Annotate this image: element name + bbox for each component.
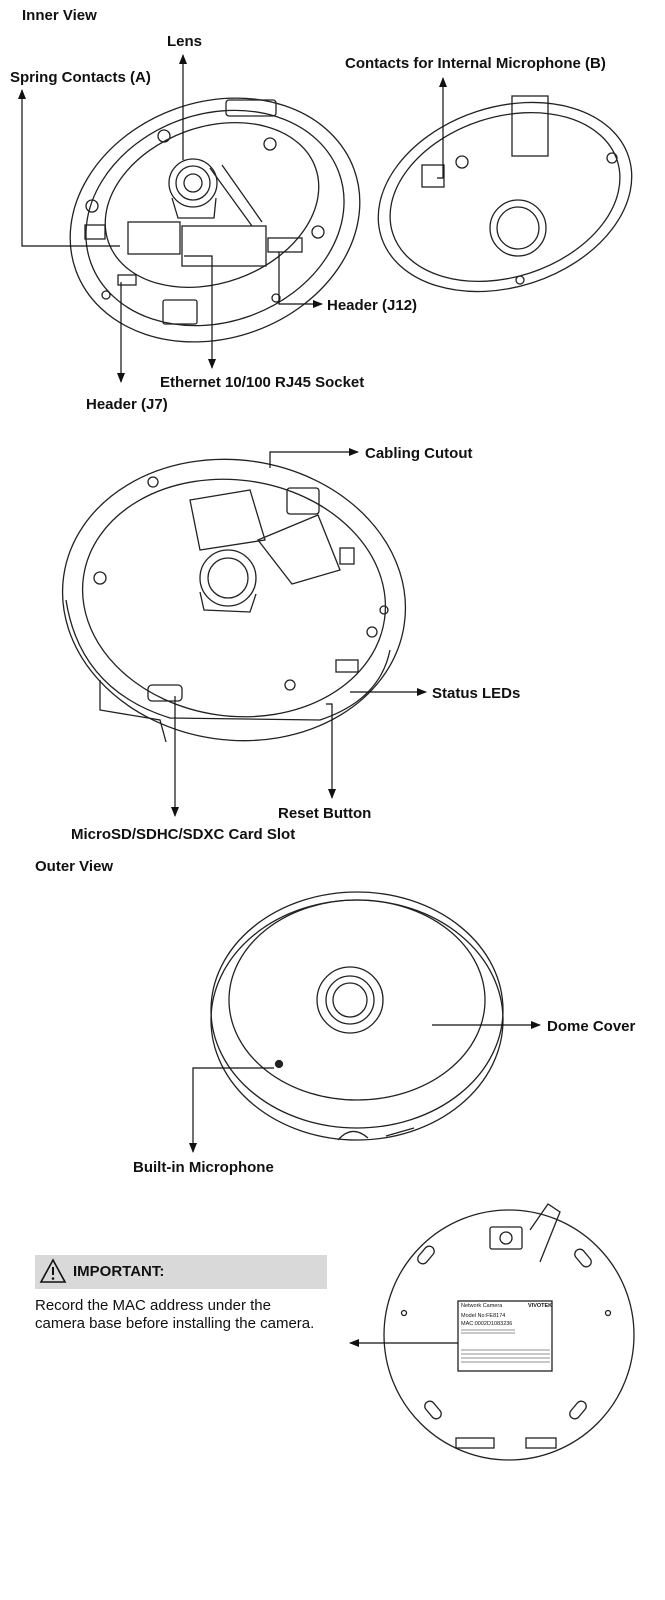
- reset-button-label: Reset Button: [278, 805, 372, 822]
- inner-base-left-drawing: [69, 97, 361, 343]
- spring-contacts-label: Spring Contacts (A): [10, 69, 151, 86]
- status-leds-label: Status LEDs: [432, 685, 521, 702]
- microphone-hole: [274, 1059, 284, 1069]
- dome-drawing: [210, 891, 504, 1141]
- cabling-cutout-leader: [269, 448, 359, 468]
- spring-contacts-leader: [18, 89, 120, 247]
- builtin-mic-leader: [189, 1067, 274, 1153]
- base-label-brand: VIVOTEK: [528, 1303, 552, 1309]
- important-note: Record the MAC address under the camera …: [35, 1297, 345, 1333]
- base-label-mac: MAC:0002D1083236: [461, 1321, 512, 1327]
- camera-base-drawing: [383, 1203, 635, 1461]
- header-j7-label: Header (J7): [86, 396, 168, 413]
- cabling-cutout-label: Cabling Cutout: [365, 445, 473, 462]
- internal-mic-leader: [437, 77, 447, 179]
- important-title: IMPORTANT:: [73, 1263, 165, 1280]
- inner-cover-right-drawing: [377, 95, 633, 293]
- important-note-line2: camera base before installing the camera…: [35, 1315, 315, 1332]
- warning-icon: [39, 1258, 67, 1283]
- ethernet-socket-label: Ethernet 10/100 RJ45 Socket: [160, 374, 365, 391]
- base-label-product: Network Camera: [461, 1303, 503, 1309]
- important-banner: IMPORTANT:: [35, 1255, 327, 1289]
- outer-view-heading: Outer View: [35, 858, 114, 875]
- inner-base-angled-drawing: [61, 458, 407, 743]
- builtin-microphone-label: Built-in Microphone: [133, 1159, 274, 1176]
- base-label-model: Model No:FE8174: [461, 1313, 505, 1319]
- reset-button-leader: [326, 703, 336, 799]
- dome-cover-label: Dome Cover: [547, 1018, 636, 1035]
- header-j12-leader: [278, 252, 323, 308]
- important-note-line1: Record the MAC address under the: [35, 1297, 271, 1314]
- lens-label: Lens: [167, 33, 203, 50]
- header-j12-label: Header (J12): [327, 297, 418, 314]
- ethernet-leader: [184, 255, 216, 369]
- card-slot-label: MicroSD/SDHC/SDXC Card Slot: [71, 826, 296, 843]
- inner-view-heading: Inner View: [22, 7, 97, 24]
- internal-mic-contacts-label: Contacts for Internal Microphone (B): [345, 55, 606, 72]
